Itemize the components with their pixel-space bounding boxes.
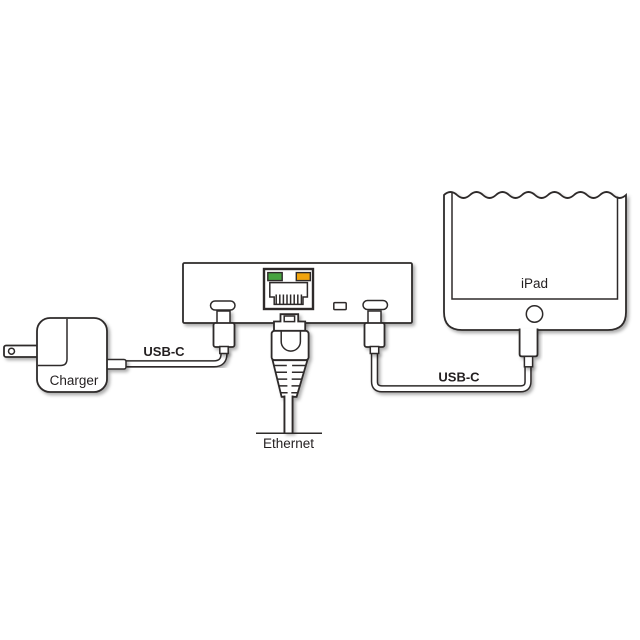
charger-label: Charger xyxy=(50,373,99,388)
ethernet-jack-pins xyxy=(275,294,303,304)
usb-c-label-left: USB-C xyxy=(143,344,185,359)
charger xyxy=(3,317,127,393)
usb-c-plug-ipad xyxy=(518,328,539,368)
usb-c-plug-left-tip xyxy=(216,310,231,325)
usb-c-plug-right-tip xyxy=(367,310,382,325)
usb-c-cable-right xyxy=(370,352,532,393)
rj45-latch-clip xyxy=(283,315,296,323)
usb-c-label-right: USB-C xyxy=(438,370,480,385)
ethernet-port xyxy=(262,267,315,311)
ethernet-plug xyxy=(270,313,310,433)
usb-c-port-right xyxy=(362,299,389,311)
rj45-boot xyxy=(270,329,310,362)
ipad-plug-neck xyxy=(523,355,534,368)
usb-c-plug-left-body xyxy=(212,322,236,348)
link-led-green xyxy=(267,271,283,282)
strain-relief-ribs xyxy=(273,364,306,394)
prong-hole xyxy=(7,347,16,355)
home-button xyxy=(525,305,544,323)
ipad-label: iPad xyxy=(521,276,548,291)
usb-c-plug-right-neck xyxy=(369,345,380,355)
strain-relief xyxy=(271,359,309,398)
ethernet-jack-opening xyxy=(269,281,309,306)
usb-c-plug-right xyxy=(363,310,386,355)
charger-body xyxy=(36,317,108,393)
status-indicator xyxy=(333,301,347,311)
usb-c-plug-left xyxy=(212,310,236,355)
rj45-connector-head xyxy=(273,313,307,334)
ethernet-adapter xyxy=(182,262,413,324)
ipad-body xyxy=(443,191,627,331)
activity-led-amber xyxy=(295,271,311,282)
usb-c-port-left xyxy=(209,300,236,311)
usb-c-plug-right-body xyxy=(363,322,386,348)
charger-prong-plate xyxy=(37,318,68,367)
ipad-plug-body xyxy=(518,328,539,358)
ipad-screen xyxy=(451,193,619,300)
rj45-boot-window xyxy=(280,331,302,352)
ethernet-label: Ethernet xyxy=(263,436,314,451)
ipad xyxy=(443,191,627,331)
usb-c-plug-left-neck xyxy=(219,345,229,355)
